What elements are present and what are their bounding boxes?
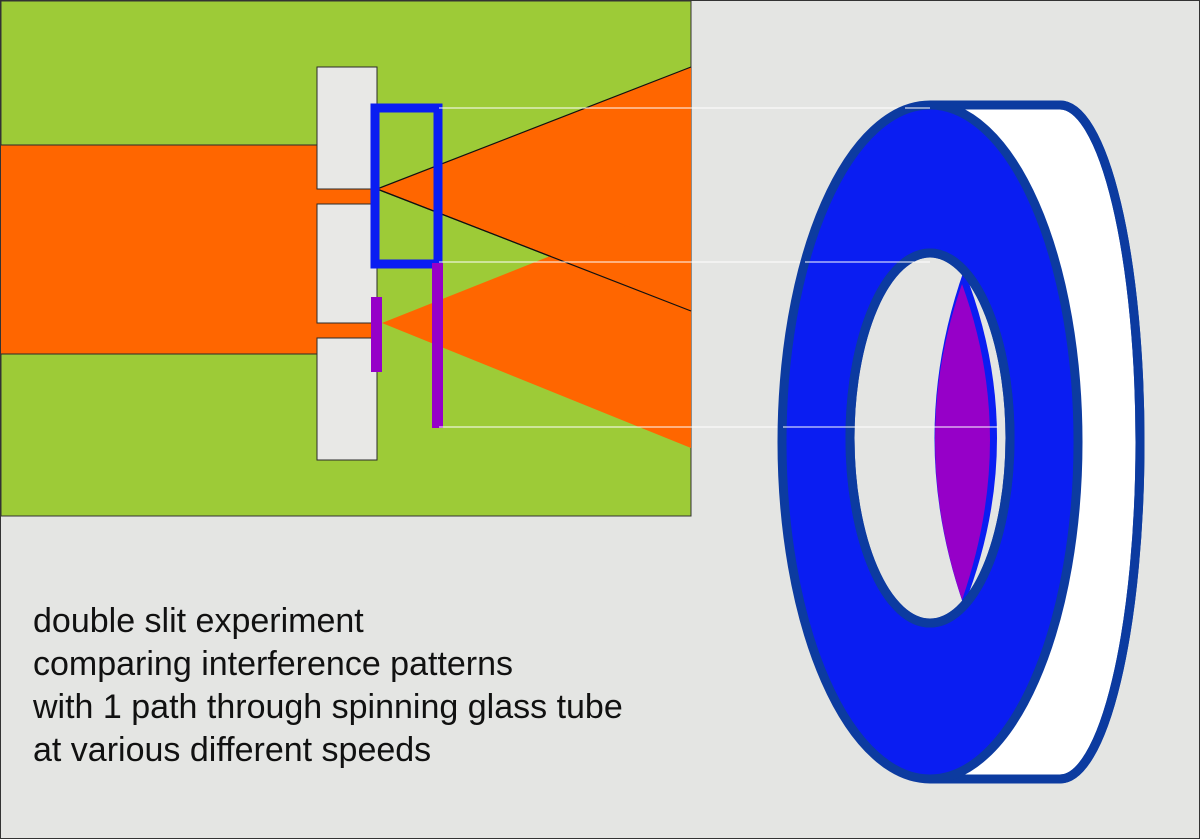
slit-lower-beam	[317, 323, 377, 338]
caption-line-2: comparing interference patterns	[33, 645, 514, 683]
barrier-top	[316, 66, 378, 190]
upper-cone-edge-overlay	[376, 188, 692, 312]
caption-line-1: double slit experiment	[33, 602, 364, 640]
glass-slab-long	[432, 263, 443, 428]
tube-cross-section	[370, 103, 443, 269]
spinning-glass-tube	[777, 100, 1145, 784]
caption-line-3: with 1 path through spinning glass tube	[33, 688, 623, 726]
barrier-middle	[316, 203, 378, 324]
caption-line-4: at various different speeds	[33, 731, 432, 769]
tube-back-rim-edge	[1059, 100, 1145, 784]
upper-cone-edge-top	[376, 66, 692, 190]
tube-inner-outline	[845, 248, 1015, 628]
diagram-caption: double slit experiment comparing interfe…	[33, 600, 623, 772]
glass-slab-small	[371, 297, 382, 372]
glass-lens	[935, 284, 990, 600]
barrier-bottom	[316, 337, 378, 461]
incoming-light-beam	[1, 145, 317, 354]
slit-upper-beam	[317, 189, 377, 204]
